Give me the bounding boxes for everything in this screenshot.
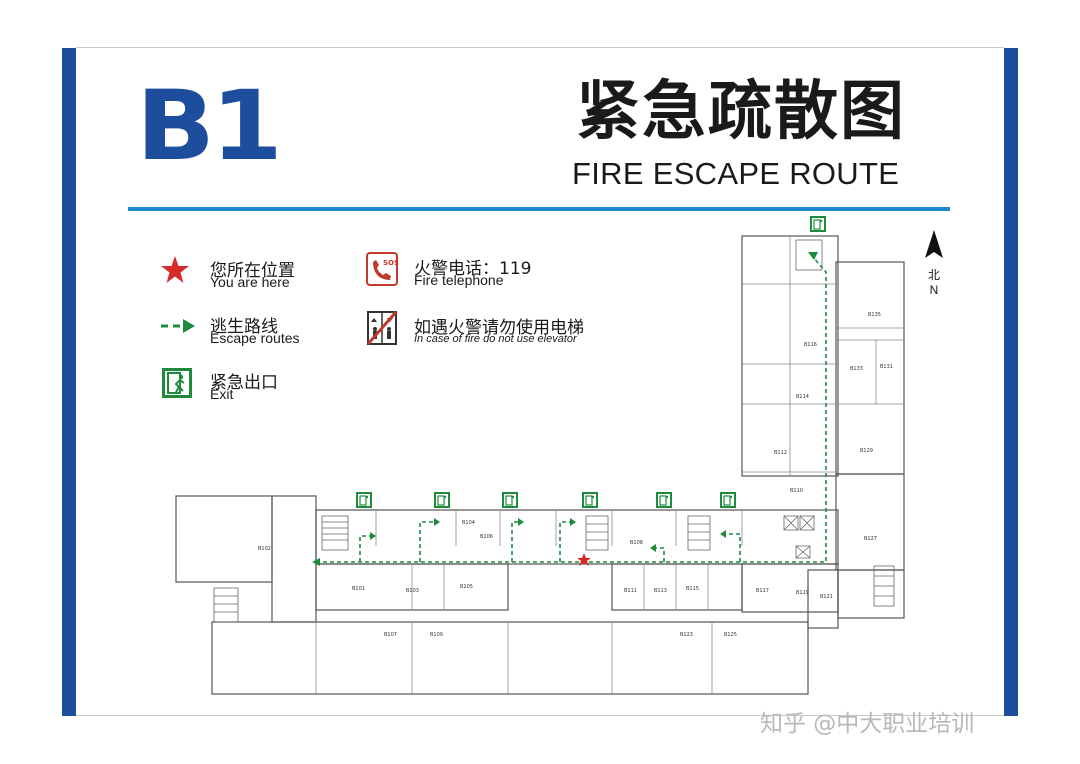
room-b133: B133	[850, 366, 863, 372]
frame-top-line	[76, 47, 1004, 48]
legend-elevator-cn: 如遇火警请勿使用电梯	[414, 318, 584, 338]
legend-escape-cn: 逃生路线	[210, 317, 278, 337]
room-b121: B121	[820, 594, 833, 600]
room-labels: B102 B101 B103 B105 B104 B106 B108 B107 …	[258, 312, 893, 638]
header-divider	[128, 207, 950, 211]
north-en: N	[929, 283, 939, 297]
escape-route-arrow-icon	[161, 319, 195, 333]
north-arrow-icon	[925, 230, 943, 258]
frame-right-bar	[1004, 48, 1018, 716]
legend-exit-cn: 紧急出口	[210, 373, 278, 393]
room-b129: B129	[860, 448, 873, 454]
legend-elevator-en: In case of fire do not use elevator	[414, 333, 577, 345]
room-b135: B135	[868, 312, 881, 318]
interior-walls	[315, 236, 904, 694]
room-b125: B125	[724, 632, 737, 638]
room-b111: B111	[624, 588, 637, 594]
title-en: FIRE ESCAPE ROUTE	[572, 156, 900, 191]
watermark: 知乎 @中大职业培训	[760, 711, 975, 737]
room-b109: B109	[430, 632, 443, 638]
room-b106: B106	[480, 534, 493, 540]
legend-fire-tel-en: Fire telephone	[414, 272, 504, 288]
no-elevator-icon	[366, 311, 398, 345]
exit-signs	[356, 216, 826, 508]
room-b107: B107	[384, 632, 397, 638]
legend-you-are-here-en: You are here	[210, 274, 290, 290]
room-b113: B113	[654, 588, 667, 594]
room-b115: B115	[686, 586, 699, 592]
star-icon	[161, 256, 189, 283]
building-outline	[175, 235, 905, 695]
sos-label: SOS	[383, 259, 398, 267]
room-b116: B116	[804, 342, 817, 348]
exit-icon	[162, 368, 192, 398]
room-b108: B108	[630, 540, 643, 546]
title-cn: 紧急疏散图	[576, 75, 906, 149]
legend-escape-en: Escape routes	[210, 330, 300, 346]
room-b119: B119	[796, 590, 809, 596]
escape-routes	[316, 255, 827, 563]
legend-exit-en: Exit	[210, 386, 234, 402]
room-b117: B117	[756, 588, 769, 594]
stairs	[213, 239, 895, 623]
room-b101: B101	[352, 586, 365, 592]
room-b104: B104	[462, 520, 475, 526]
room-b114: B114	[796, 394, 809, 400]
legend-fire-tel-cn: 火警电话：119	[414, 259, 532, 279]
room-b112: B112	[774, 450, 787, 456]
room-b105: B105	[460, 584, 473, 590]
frame-bottom-line	[76, 715, 1004, 716]
north-compass: 北 N	[918, 230, 950, 297]
room-b103: B103	[406, 588, 419, 594]
frame-left-bar	[62, 48, 76, 716]
room-b123: B123	[680, 632, 693, 638]
north-cn: 北	[927, 268, 940, 282]
legend-you-are-here-cn: 您所在位置	[210, 261, 295, 281]
you-are-here-marker	[577, 553, 591, 566]
floor-label: B1	[136, 70, 283, 182]
route-arrowheads	[312, 252, 818, 566]
room-b102: B102	[258, 546, 271, 552]
room-b127: B127	[864, 536, 877, 542]
fire-telephone-icon: SOS	[366, 252, 398, 286]
room-b131: B131	[880, 364, 893, 370]
room-b110: B110	[790, 488, 803, 494]
